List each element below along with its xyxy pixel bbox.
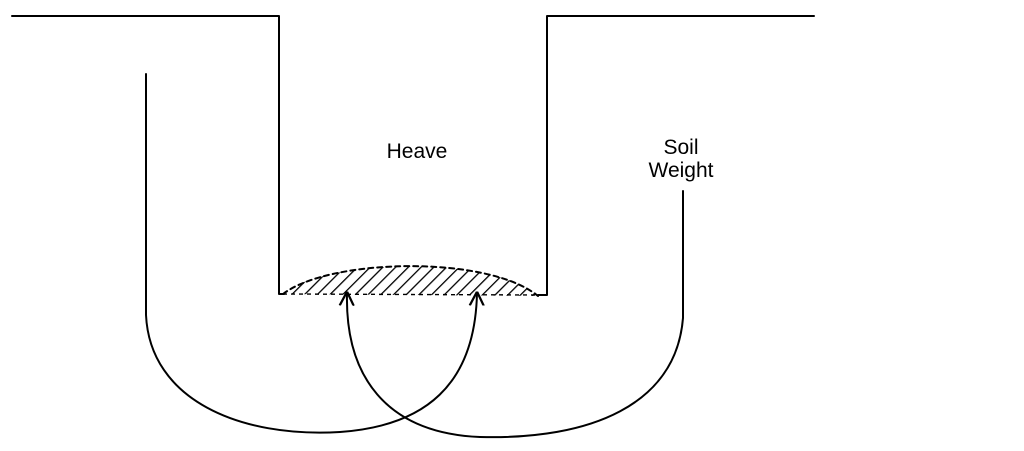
soil-weight-label-line1: Soil [663,136,698,159]
right-failure-curve [347,190,684,439]
heave-label: Heave [387,140,448,163]
excavation-outline [11,15,285,295]
soil-weight-label-line2: Weight [649,159,714,182]
heave-zone-boundary [282,265,539,297]
excavation-outline-right [537,15,815,296]
heave-zone [281,265,540,297]
heave-zone-base [282,293,539,296]
left-failure-curve [145,73,477,434]
